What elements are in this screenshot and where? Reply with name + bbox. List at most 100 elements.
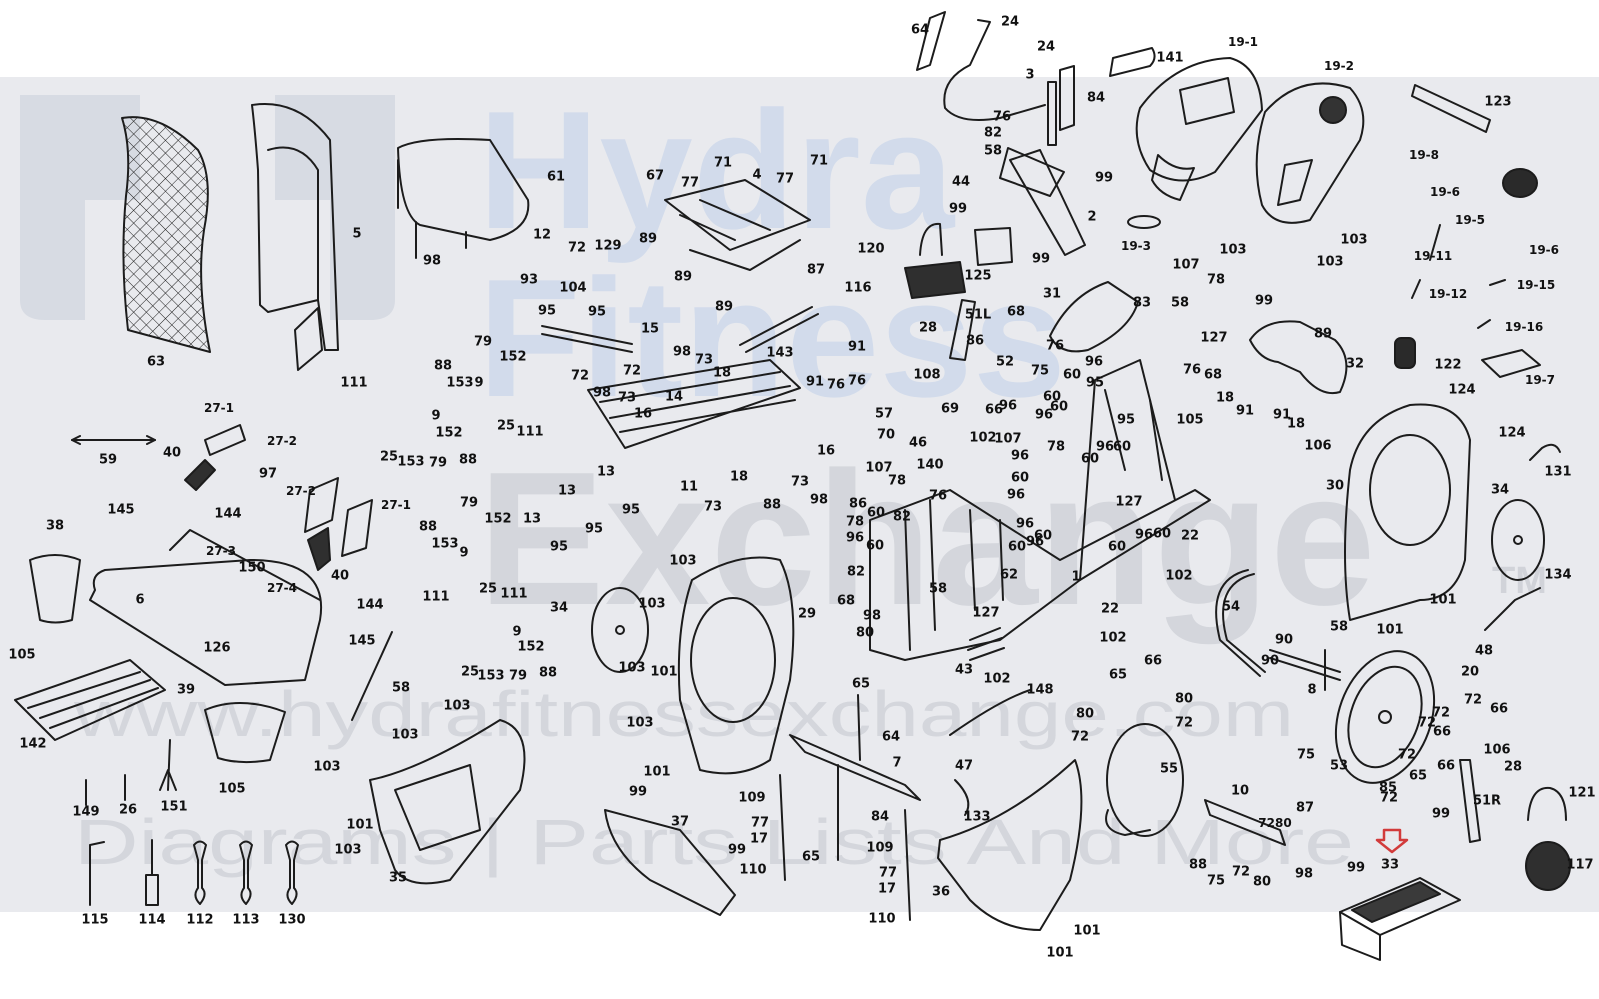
callout-label-18: 18 [712,365,732,381]
callout-label-99: 99 [1346,860,1366,876]
part-7-crossbar [789,734,921,801]
callout-label-85: 85 [1378,780,1398,796]
callout-label-102: 102 [1165,568,1193,584]
part-58-rod [351,631,393,721]
callout-label-72: 72 [1174,715,1194,731]
callout-label-93: 93 [519,272,539,288]
callout-label-99: 99 [1031,251,1051,267]
callout-label-62: 62 [999,567,1019,583]
callout-label-68: 68 [836,593,856,609]
callout-label-9: 9 [431,408,441,424]
callout-label-60: 60 [1033,528,1053,544]
callout-label-98: 98 [862,608,882,624]
watermark-band [0,77,1599,912]
callout-label-77: 77 [775,171,795,187]
part-20-hub [1378,710,1392,724]
callout-label-122: 122 [1434,357,1462,373]
callout-label-96: 96 [1015,516,1035,532]
callout-label-31: 31 [1042,286,1062,302]
callout-label-47: 47 [954,758,974,774]
callout-label-69: 69 [940,401,960,417]
callout-label-64: 64 [910,22,930,38]
callout-label-152: 152 [435,425,463,441]
callout-label-129: 129 [594,238,622,254]
part-29-shroud-opening [690,597,776,723]
callout-label-115: 115 [81,912,109,928]
callout-label-24: 24 [1036,39,1056,55]
part-35-cover [369,719,526,885]
callout-label-26: 26 [118,802,138,818]
callout-label-111: 111 [422,589,450,605]
part-38-cup-holder [29,554,81,624]
part-35-cover-inner [394,764,481,851]
callout-label-4: 4 [752,167,762,183]
callout-label-38: 38 [45,518,65,534]
callout-label-109: 109 [866,840,894,856]
callout-label-91: 91 [1272,407,1292,423]
callout-label-109: 109 [738,790,766,806]
callout-label-142: 142 [19,736,47,752]
callout-label-6: 6 [135,592,145,608]
callout-label-117: 117 [1566,857,1594,873]
part-55-bracket-base [1105,809,1151,836]
callout-label-75: 75 [1206,873,1226,889]
callout-label-101: 101 [643,764,671,780]
callout-label-140: 140 [916,457,944,473]
callout-label-114: 114 [138,912,166,928]
callout-label-46: 46 [908,435,928,451]
callout-label-101: 101 [346,817,374,833]
callout-label-153: 153 [397,454,425,470]
callout-label-101: 101 [1046,945,1074,961]
callout-label-105: 105 [8,647,36,663]
callout-label-12: 12 [532,227,552,243]
callout-label-33: 33 [1380,857,1400,873]
part-54-belt-inner [1222,573,1266,673]
callout-label-121: 121 [1568,785,1596,801]
callout-label-16: 16 [633,406,653,422]
part-27-2-grip [304,477,339,533]
callout-label-111: 111 [516,424,544,440]
callout-label-17: 17 [877,881,897,897]
part-1-upright [1079,359,1176,581]
callout-label-19-11: 19-11 [1413,249,1453,263]
callout-label-75: 75 [1030,363,1050,379]
part-19-2-knob [1319,96,1347,124]
part-55-bracket [1106,723,1184,837]
part-43-spring [967,627,1005,661]
callout-label-60: 60 [1049,399,1069,415]
callout-label-18: 18 [1215,390,1235,406]
callout-label-101: 101 [1429,592,1457,608]
callout-label-65: 65 [801,849,821,865]
part-131-cable [1529,443,1561,461]
callout-label-95: 95 [537,303,557,319]
part-2-mast-bracket [999,147,1065,197]
part-133-cable [954,779,970,816]
callout-label-89: 89 [714,299,734,315]
callout-label-27-3: 27-3 [205,544,237,558]
part-148-cable [949,689,1031,736]
callout-label-7: 7 [892,755,902,771]
part-36-cover [937,759,1083,931]
part-59-rod-ends [71,435,156,445]
part-54-belt [1215,569,1261,677]
callout-label-96: 96 [1034,407,1054,423]
part-4-carriage [664,179,811,251]
callout-label-73: 73 [617,390,637,406]
callout-label-65: 65 [851,676,871,692]
part-33-foot-pedal [1339,877,1461,936]
callout-label-104: 104 [559,280,587,296]
callout-label-82: 82 [892,509,912,525]
part-5-frame-inner [267,146,319,301]
callout-label-88: 88 [1188,857,1208,873]
callout-label-76: 76 [992,109,1012,125]
callout-label-96: 96 [845,530,865,546]
part-142-mat [14,659,166,741]
callout-label-79: 79 [473,334,493,350]
callout-label-98: 98 [672,344,692,360]
callout-label-72: 72 [1379,790,1399,806]
callout-label-19-6: 19-6 [1528,243,1560,257]
callout-label-71: 71 [713,155,733,171]
callout-label-95: 95 [1116,412,1136,428]
callout-label-99: 99 [948,201,968,217]
callout-label-96: 96 [1134,527,1154,543]
